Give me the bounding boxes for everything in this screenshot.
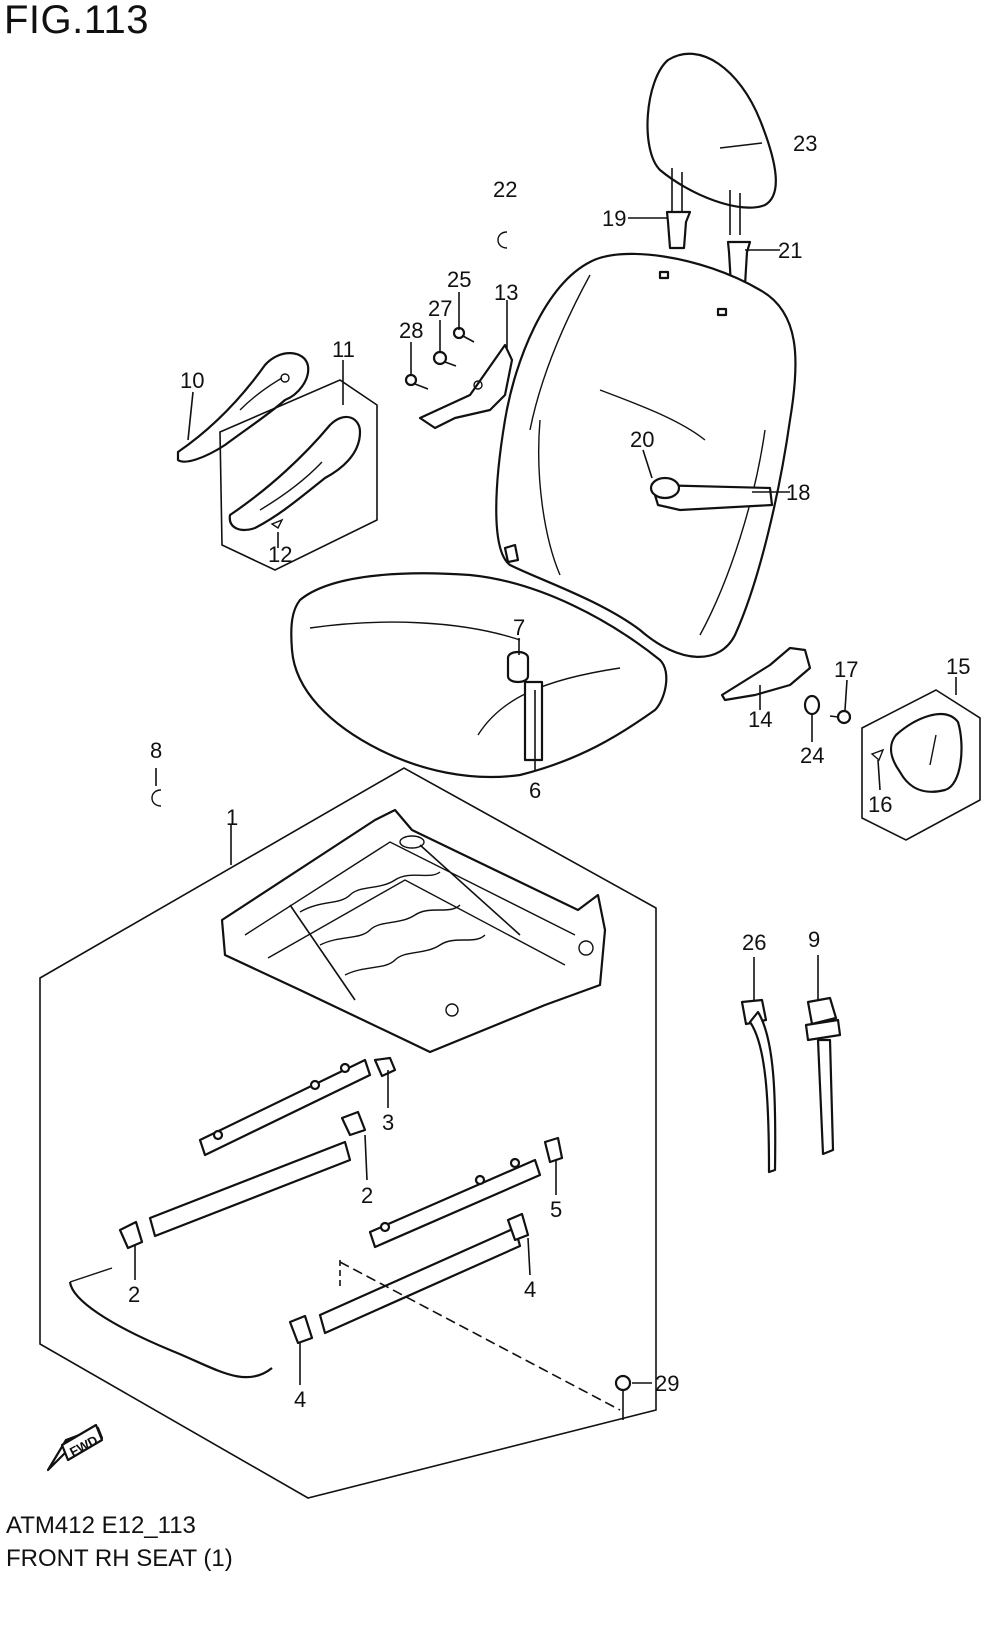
clip-5[interactable] <box>543 1136 564 1164</box>
screw-28[interactable] <box>404 373 429 390</box>
group-15-outline <box>861 689 981 841</box>
callout-28: 28 <box>399 318 423 343</box>
side-bracket[interactable] <box>418 343 514 430</box>
headrest[interactable] <box>646 52 777 235</box>
clip-8[interactable] <box>151 789 162 807</box>
callout-19: 19 <box>602 206 626 231</box>
clip-2a[interactable] <box>340 1110 367 1137</box>
callout-3: 3 <box>382 1110 394 1135</box>
callout-2: 2 <box>361 1183 373 1208</box>
callout-8: 8 <box>150 738 162 763</box>
callout-16: 16 <box>868 792 892 817</box>
callout-1: 1 <box>226 805 238 830</box>
callout-20: 20 <box>630 427 654 452</box>
clip-4a[interactable] <box>506 1212 530 1242</box>
callout-29: 29 <box>655 1371 679 1396</box>
cable-tie-26[interactable] <box>740 998 777 1174</box>
clip-16[interactable] <box>870 748 885 762</box>
callout-24: 24 <box>800 743 824 768</box>
diagram-subtitle: FRONT RH SEAT (1) <box>6 1545 233 1572</box>
callouts: 1 2 2 2 3 4 4 4 5 6 7 8 9 10 11 12 13 14… <box>128 131 970 1412</box>
callout-9: 9 <box>808 927 820 952</box>
callout-27: 27 <box>428 296 452 321</box>
bolt-29[interactable] <box>614 1374 632 1420</box>
callout-18: 18 <box>786 480 810 505</box>
clip-2b[interactable] <box>118 1220 144 1250</box>
cable-tie-9[interactable] <box>804 996 842 1156</box>
seat-cushion[interactable] <box>290 572 668 779</box>
leader-lines <box>134 142 957 1411</box>
callout-25: 25 <box>447 267 471 292</box>
lower-bracket-14[interactable] <box>720 646 812 702</box>
bolt-17[interactable] <box>829 709 852 725</box>
clip-3[interactable] <box>373 1056 397 1078</box>
fwd-label: FWD <box>67 1432 100 1459</box>
callout-13: 13 <box>494 280 518 305</box>
headrest-guide-left[interactable] <box>665 210 692 250</box>
callout-7: 7 <box>513 615 525 640</box>
callout-17: 17 <box>834 657 858 682</box>
seat-frame[interactable] <box>220 808 607 1054</box>
callout-6: 6 <box>529 778 541 803</box>
adjust-bar[interactable] <box>68 1281 273 1379</box>
group-11-outline <box>219 379 378 571</box>
diagram-code: ATM412 E12_113 <box>6 1512 196 1539</box>
callout-15: 15 <box>946 654 970 679</box>
callout-12: 12 <box>268 542 292 567</box>
callout-22: 22 <box>493 177 517 202</box>
seat-trim-cover[interactable] <box>890 712 963 793</box>
callout-11: 11 <box>332 337 355 362</box>
callout-5: 5 <box>550 1197 562 1222</box>
callout-4: 4 <box>294 1387 306 1412</box>
fwd-arrow: FWD <box>46 1423 104 1472</box>
callout-14: 14 <box>748 707 772 732</box>
figure-title: FIG.113 <box>4 0 150 42</box>
callout-21: 21 <box>778 238 802 263</box>
bolt-25[interactable] <box>452 326 475 343</box>
callout-4: 4 <box>524 1277 536 1302</box>
callout-23: 23 <box>793 131 817 156</box>
frame-assembly-outline <box>39 767 657 1499</box>
clip-22[interactable] <box>497 231 508 249</box>
recliner-knob-outer[interactable] <box>176 352 310 463</box>
clip-4b[interactable] <box>288 1314 314 1345</box>
callout-10: 10 <box>180 368 204 393</box>
seat-back[interactable] <box>495 252 797 658</box>
clip-12[interactable] <box>270 518 284 530</box>
seat-rail-left[interactable] <box>148 1058 372 1238</box>
bolt-27[interactable] <box>432 350 457 367</box>
callout-2: 2 <box>128 1282 140 1307</box>
washer-24[interactable] <box>803 694 821 716</box>
seat-rail-right[interactable] <box>318 1157 542 1335</box>
callout-26: 26 <box>742 930 766 955</box>
recliner-cover-inner[interactable] <box>228 415 362 532</box>
